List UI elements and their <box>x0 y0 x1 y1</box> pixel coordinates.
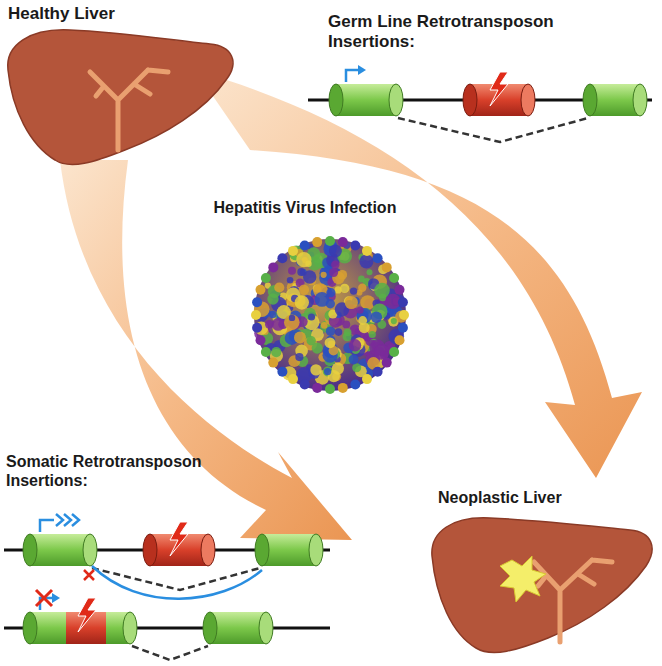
neoplastic-liver <box>432 518 652 653</box>
retrotransposon-red <box>463 72 535 116</box>
splice-line <box>398 118 588 142</box>
tumor-lesion <box>500 556 546 602</box>
germline-gene <box>308 65 652 142</box>
heading-label: Healthy Liver <box>8 4 228 24</box>
heading-label: Hepatitis Virus Infection <box>200 198 410 217</box>
heading-label: Somatic Retrotransposon Insertions: <box>6 452 221 490</box>
healthy-liver <box>8 30 233 165</box>
heading-label: Germ Line Retrotransposon Insertions: <box>328 12 638 53</box>
exon-green <box>583 84 647 116</box>
flow-arrow <box>195 70 642 478</box>
heading-label: Neoplastic Liver <box>438 488 638 507</box>
hepatitis-virus <box>251 236 409 394</box>
promoter-arrow <box>346 70 360 82</box>
somatic-gene-1 <box>4 514 330 599</box>
exon-green <box>329 84 403 116</box>
somatic-gene-2 <box>4 590 330 660</box>
